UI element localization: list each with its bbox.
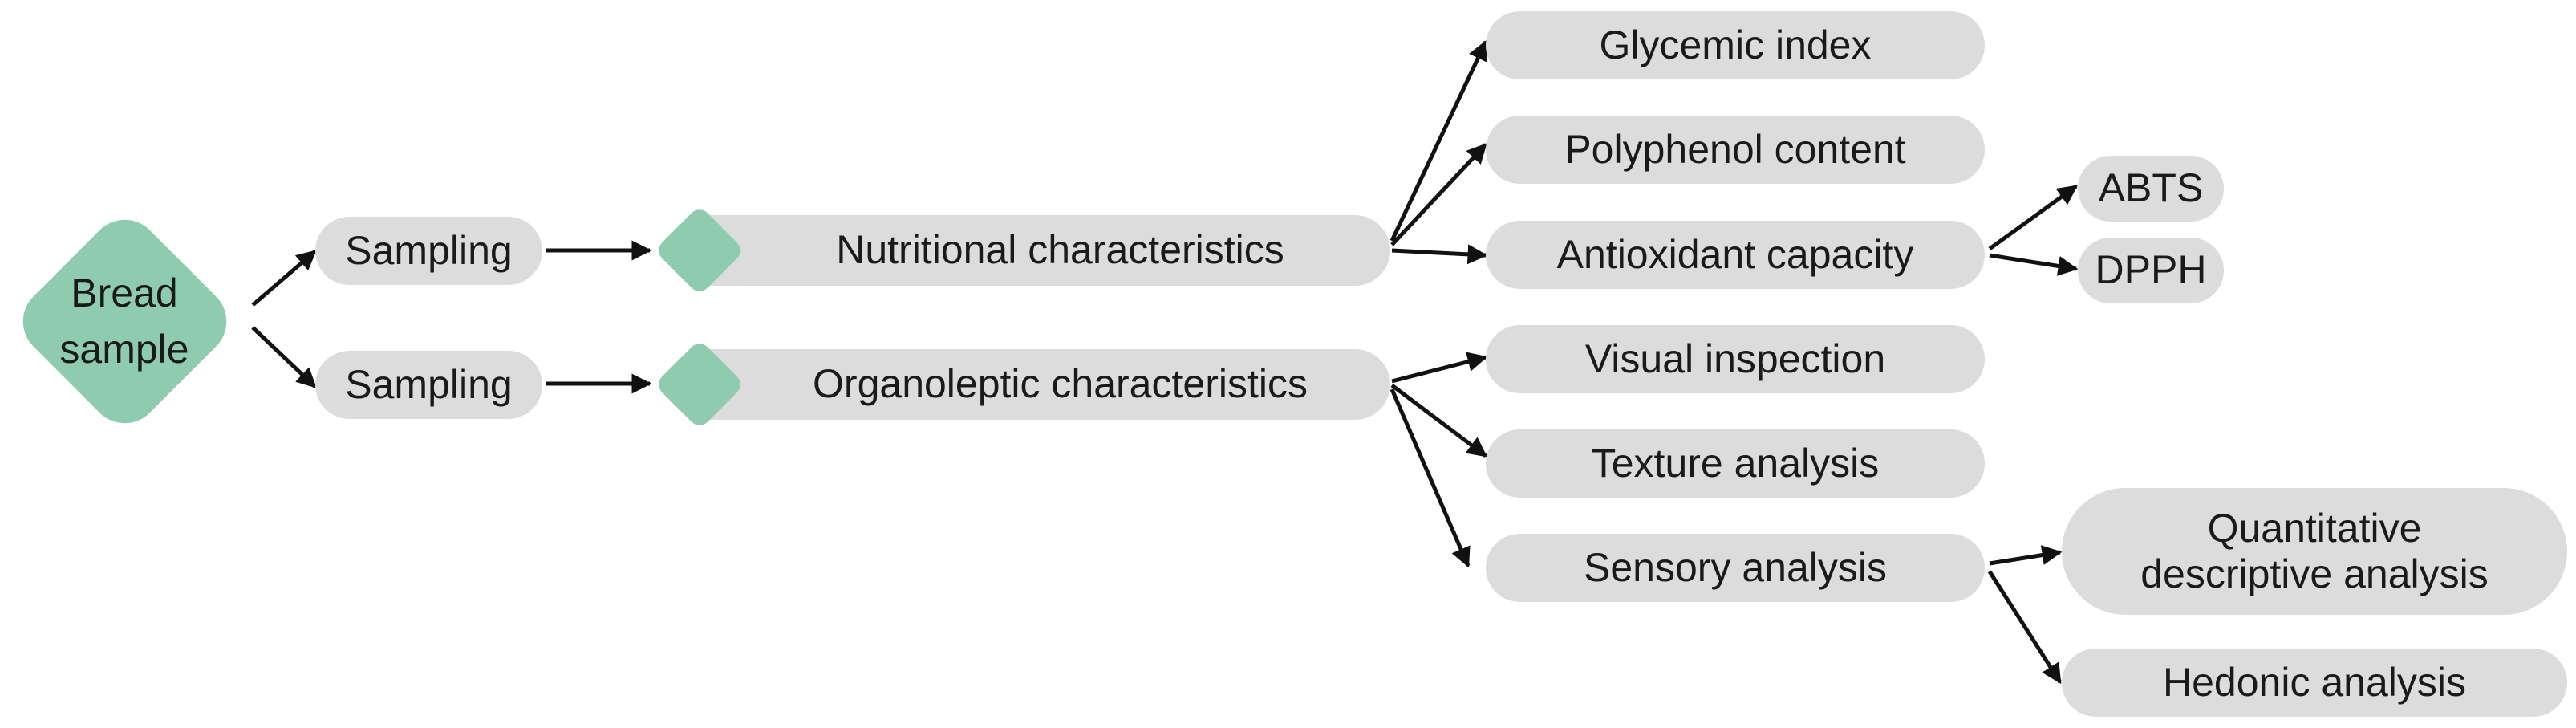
organoleptic-characteristics-label: Organoleptic characteristics <box>813 361 1308 407</box>
bread-sample-line-1: Bread <box>71 270 178 315</box>
quantitative-descriptive-analysis-node: Quantitative descriptive analysis <box>2062 488 2567 615</box>
hedonic-analysis-node: Hedonic analysis <box>2062 649 2567 717</box>
arrow-to-polyphenol-content <box>1390 143 1487 246</box>
glycemic-index-node: Glycemic index <box>1486 11 1985 79</box>
nutritional-characteristics-node: Nutritional characteristics <box>674 215 1390 286</box>
visual-inspection-node: Visual inspection <box>1486 325 1985 393</box>
arrow-bread-to-sampling-2 <box>251 326 317 388</box>
arrow-to-dpph <box>1989 253 2079 276</box>
nutritional-characteristics-label: Nutritional characteristics <box>836 227 1284 273</box>
texture-analysis-node: Texture analysis <box>1486 429 1985 498</box>
arrow-to-texture-analysis <box>1390 384 1487 458</box>
antioxidant-capacity-node: Antioxidant capacity <box>1486 221 1985 289</box>
sampling-node-nutritional: Sampling <box>315 217 542 285</box>
arrow-to-hedonic-analysis <box>1987 570 2063 685</box>
arrow-to-sensory-analysis <box>1389 388 1471 568</box>
abts-node: ABTS <box>2078 156 2224 222</box>
arrow-to-qda <box>1989 545 2063 566</box>
arrow-to-antioxidant-capacity <box>1391 244 1488 265</box>
arrow-bread-to-sampling-1 <box>251 250 317 307</box>
sensory-analysis-node: Sensory analysis <box>1486 534 1985 602</box>
arrow-to-glycemic-index <box>1389 39 1488 242</box>
bread-sample-line-2: sample <box>59 327 189 372</box>
bread-sample-label: Bread sample <box>59 265 189 377</box>
qda-line-1: Quantitative <box>2207 505 2422 551</box>
arrow-to-visual-inspection <box>1391 352 1488 384</box>
dpph-node: DPPH <box>2078 238 2224 303</box>
organoleptic-characteristics-node: Organoleptic characteristics <box>674 349 1390 420</box>
sampling-node-organoleptic: Sampling <box>315 351 542 419</box>
polyphenol-content-node: Polyphenol content <box>1486 116 1985 184</box>
arrow-to-abts <box>1988 184 2079 251</box>
bread-sample-node: Bread sample <box>8 205 241 437</box>
qda-line-2: descriptive analysis <box>2140 551 2489 596</box>
